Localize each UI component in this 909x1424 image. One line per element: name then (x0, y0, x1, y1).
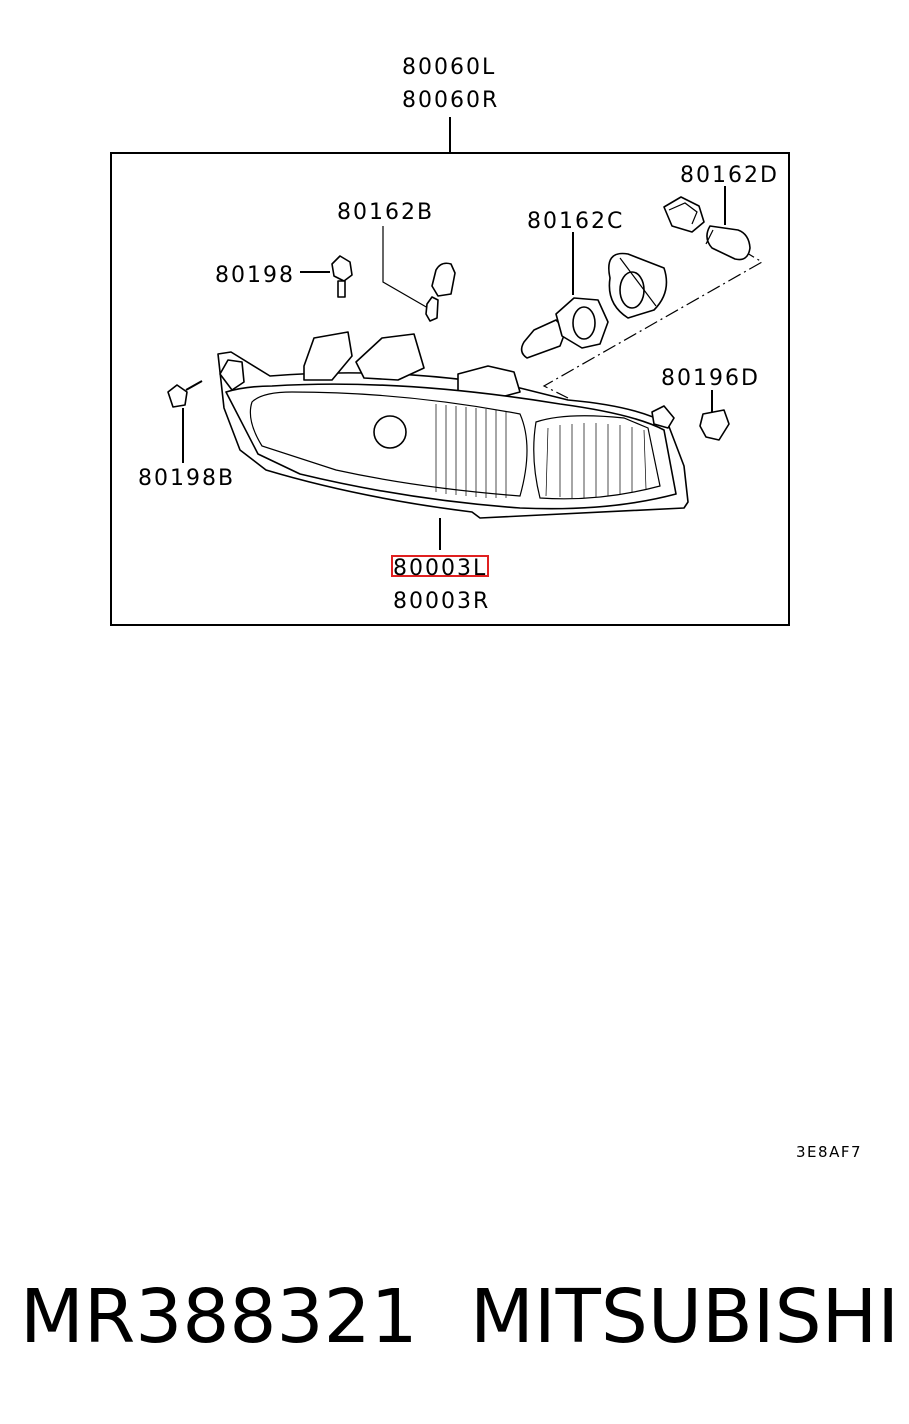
label-80162c[interactable]: 80162C (527, 209, 624, 234)
socket-80162b[interactable] (425, 262, 456, 322)
footer: MR388321 MITSUBISHI (0, 1272, 909, 1362)
bulb-cap-80162c[interactable] (608, 252, 668, 319)
label-80198b[interactable]: 80198B (138, 466, 235, 491)
clip-80196d[interactable] (699, 409, 730, 441)
bulb-80162c[interactable] (520, 297, 609, 359)
lens-80003[interactable] (225, 383, 677, 510)
label-80060r[interactable]: 80060R (402, 88, 499, 113)
diagram-code: 3E8AF7 (796, 1143, 862, 1161)
label-80003r[interactable]: 80003R (393, 589, 490, 614)
label-80198[interactable]: 80198 (215, 263, 295, 288)
screw-80198[interactable] (331, 255, 353, 298)
assembly-frame (110, 152, 790, 626)
label-80060l[interactable]: 80060L (402, 55, 496, 80)
bulb-80162d[interactable] (705, 225, 751, 261)
brand-name: MITSUBISHI (470, 1274, 900, 1360)
leader-80162b (382, 226, 429, 309)
screw-80198b[interactable] (167, 380, 203, 408)
label-80162d[interactable]: 80162D (680, 163, 779, 188)
part-number: MR388321 (20, 1274, 418, 1360)
label-80003l[interactable]: 80003L (393, 556, 487, 581)
label-80162b[interactable]: 80162B (337, 200, 434, 225)
highlight-box-80003l (391, 555, 489, 577)
socket-80162d[interactable] (663, 196, 705, 233)
lens-hatching (435, 404, 647, 498)
leader-dash-80162d (542, 249, 764, 399)
label-80196d[interactable]: 80196D (661, 366, 760, 391)
